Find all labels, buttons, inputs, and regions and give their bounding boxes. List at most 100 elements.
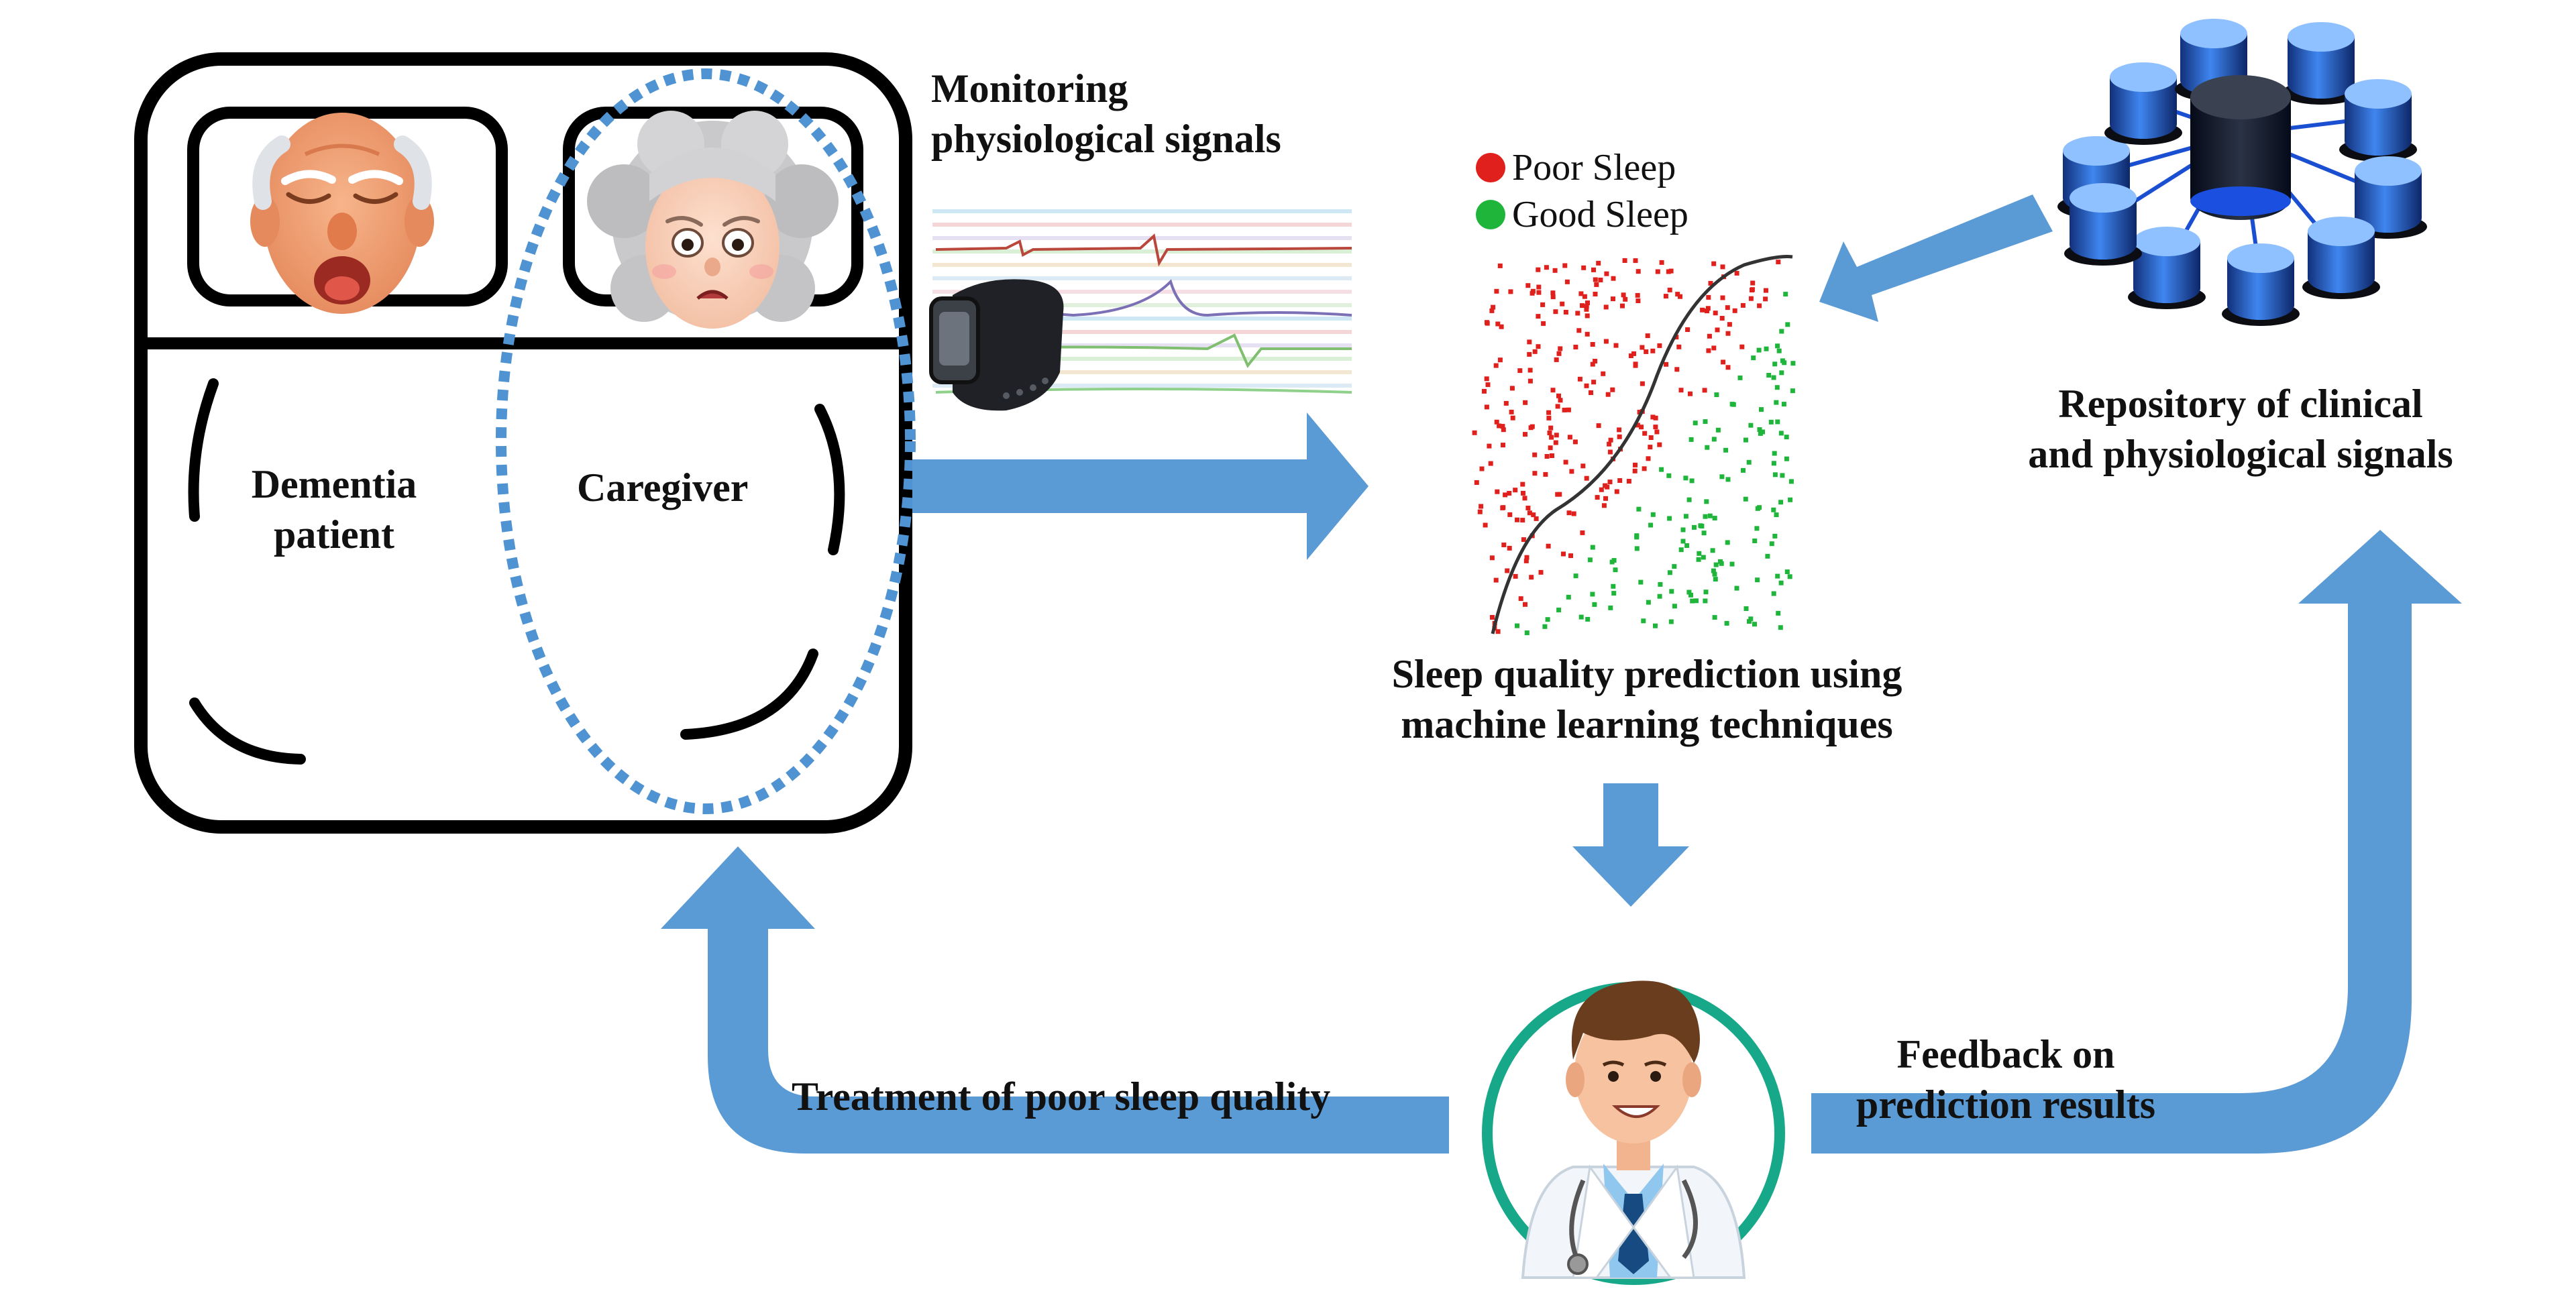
poor-sleep-point — [1646, 456, 1651, 461]
good-sleep-point — [1672, 564, 1677, 569]
poor-sleep-point — [1607, 480, 1613, 485]
monitoring-label-line1: Monitoring — [931, 66, 1128, 111]
poor-sleep-point — [1667, 287, 1672, 292]
good-sleep-point — [1778, 431, 1784, 436]
poor-sleep-point — [1620, 303, 1625, 308]
good-sleep-point — [1779, 329, 1784, 334]
poor-sleep-point — [1563, 459, 1568, 465]
poor-sleep-point — [1494, 419, 1499, 425]
good-sleep-point — [1701, 530, 1707, 536]
poor-sleep-point — [1639, 425, 1644, 430]
poor-sleep-point — [1508, 289, 1513, 294]
good-sleep-point — [1638, 579, 1644, 585]
poor-sleep-point — [1585, 331, 1590, 337]
good-sleep-point — [1779, 370, 1784, 376]
poor-sleep-point — [1527, 351, 1532, 357]
poor-sleep-point — [1513, 573, 1518, 579]
good-sleep-point — [1711, 437, 1717, 442]
doctor-icon — [1482, 980, 1785, 1285]
poor-sleep-point — [1560, 301, 1565, 306]
poor-sleep-point — [1485, 382, 1491, 388]
good-sleep-dot-icon — [1476, 200, 1505, 229]
good-sleep-point — [1759, 407, 1764, 412]
poor-sleep-point — [1584, 475, 1589, 481]
good-sleep-point — [1771, 591, 1776, 596]
poor-sleep-point — [1705, 308, 1709, 314]
poor-sleep-point — [1494, 288, 1499, 294]
blanket-fold — [680, 649, 818, 740]
poor-sleep-point — [1550, 290, 1556, 296]
poor-sleep-point — [1582, 294, 1587, 299]
poor-sleep-point — [1517, 368, 1523, 374]
good-sleep-point — [1772, 361, 1778, 367]
good-sleep-point — [1788, 479, 1794, 484]
poor-sleep-point — [1503, 492, 1508, 498]
good-sleep-point — [1668, 619, 1674, 624]
poor-sleep-point — [1529, 424, 1535, 429]
poor-sleep-point — [1631, 351, 1636, 356]
poor-sleep-point — [1580, 303, 1585, 308]
poor-sleep-point — [1543, 471, 1548, 477]
good-sleep-point — [1790, 388, 1795, 394]
dementia-patient-line2: patient — [274, 512, 394, 557]
monitoring-label-line2: physiological signals — [931, 117, 1281, 161]
poor-sleep-point — [1507, 545, 1512, 551]
good-sleep-point — [1710, 548, 1715, 553]
good-sleep-point — [1713, 562, 1719, 567]
poor-sleep-point — [1674, 367, 1680, 372]
good-sleep-point — [1713, 577, 1718, 582]
poor-sleep-point — [1489, 555, 1495, 561]
poor-sleep-point — [1593, 359, 1598, 363]
good-sleep-point — [1734, 585, 1739, 591]
good-sleep-point — [1641, 618, 1646, 624]
poor-sleep-point — [1544, 454, 1550, 459]
poor-sleep-point — [1501, 543, 1507, 547]
good-sleep-point — [1751, 355, 1756, 361]
poor-sleep-point — [1727, 322, 1732, 327]
poor-sleep-point — [1488, 461, 1493, 466]
poor-sleep-point — [1482, 388, 1487, 394]
poor-sleep-point — [1648, 445, 1653, 450]
good-sleep-point — [1771, 375, 1776, 380]
good-sleep-point — [1686, 590, 1692, 595]
good-sleep-point — [1650, 512, 1656, 517]
poor-sleep-point — [1642, 431, 1648, 436]
good-sleep-point — [1636, 506, 1642, 512]
prediction-label-line2: machine learning techniques — [1401, 702, 1893, 746]
poor-sleep-point — [1635, 298, 1641, 303]
arrow-monitoring — [912, 412, 1368, 560]
poor-sleep-point — [1580, 463, 1586, 469]
good-sleep-point — [1784, 435, 1789, 440]
poor-sleep-point — [1596, 423, 1601, 429]
arrow-prediction-to-doctor — [1572, 783, 1689, 907]
poor-sleep-point — [1740, 302, 1746, 308]
poor-sleep-point — [1578, 291, 1584, 296]
poor-sleep-point — [1655, 269, 1660, 274]
poor-sleep-point — [1546, 543, 1551, 549]
poor-sleep-point — [1650, 414, 1656, 420]
good-sleep-point — [1694, 598, 1699, 604]
poor-sleep-point — [1501, 443, 1505, 448]
arrow-treatment — [661, 846, 1449, 1154]
poor-sleep-point — [1479, 504, 1484, 509]
poor-sleep-point — [1567, 435, 1572, 440]
good-sleep-point — [1556, 608, 1562, 613]
good-sleep-point — [1781, 402, 1786, 407]
poor-sleep-point — [1479, 466, 1485, 471]
repository-label-line1: Repository of clinical — [2058, 382, 2423, 426]
good-sleep-point — [1703, 514, 1708, 519]
arrow-feedback — [1811, 530, 2462, 1154]
good-sleep-point — [1782, 360, 1787, 366]
poor-sleep-point — [1685, 327, 1690, 332]
poor-sleep-point — [1550, 388, 1556, 393]
scatter-legend: Poor Sleep Good Sleep — [1476, 144, 1688, 238]
poor-sleep-point — [1491, 304, 1496, 310]
poor-sleep-point — [1678, 294, 1682, 299]
repository-label-line2: and physiological signals — [2028, 432, 2453, 476]
legend-item-good-sleep: Good Sleep — [1476, 191, 1688, 238]
good-sleep-point — [1747, 619, 1752, 624]
good-sleep-point — [1725, 540, 1730, 545]
elderly-man-sleeping-icon — [250, 113, 434, 314]
poor-sleep-point — [1675, 292, 1680, 297]
caregiver-highlight — [496, 68, 916, 814]
